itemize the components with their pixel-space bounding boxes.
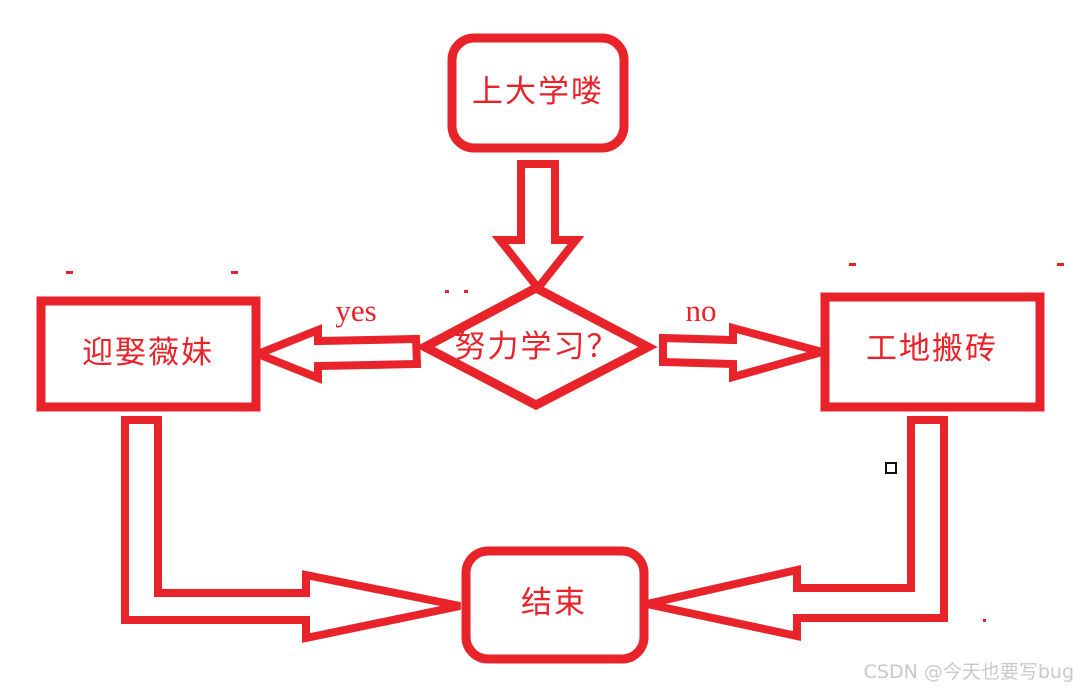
speck-mark: [66, 271, 73, 274]
speck-mark: [445, 290, 449, 293]
arrow-left-icon: [247, 324, 422, 384]
edge-decision-to-yes[interactable]: yes: [247, 293, 422, 384]
node-decision[interactable]: 努力学习？: [415, 282, 658, 411]
node-no-branch-label: 工地搬砖: [866, 331, 998, 366]
node-yes-branch-shape: [36, 296, 261, 412]
edge-start-to-decision[interactable]: [491, 160, 585, 295]
node-end[interactable]: 结束: [461, 546, 649, 664]
node-no-branch[interactable]: 工地搬砖: [820, 292, 1045, 412]
node-start[interactable]: 上大学喽: [447, 33, 629, 153]
speck-mark: [1057, 263, 1064, 266]
arrow-right-icon: [659, 322, 838, 383]
edge-decision-to-no[interactable]: no: [659, 293, 838, 383]
edge-label-yes: yes: [335, 293, 376, 328]
watermark-text: CSDN @今天也要写bug: [863, 661, 1074, 683]
node-yes-branch[interactable]: 迎娶薇妹: [36, 296, 261, 412]
node-end-shape: [461, 546, 649, 664]
node-yes-branch-label: 迎娶薇妹: [82, 335, 214, 370]
arrow-down-icon: [491, 160, 585, 295]
artifact-square-marker: [885, 462, 897, 474]
edge-yes-to-end[interactable]: [121, 416, 461, 643]
node-decision-shape: [415, 282, 658, 411]
edge-no-to-end[interactable]: [646, 416, 948, 641]
speck-mark: [231, 271, 238, 274]
node-start-shape: [447, 33, 629, 153]
edge-label-no: no: [686, 293, 717, 328]
node-no-branch-shape: [820, 292, 1045, 412]
arrow-elbow-left-icon: [646, 416, 948, 641]
node-end-label: 结束: [521, 585, 587, 620]
speck-mark: [464, 290, 468, 293]
speck-mark: [983, 619, 986, 622]
speck-mark: [849, 263, 856, 266]
arrow-elbow-right-icon: [121, 416, 461, 643]
node-decision-label: 努力学习？: [455, 329, 620, 364]
node-start-label: 上大学喽: [472, 74, 604, 109]
